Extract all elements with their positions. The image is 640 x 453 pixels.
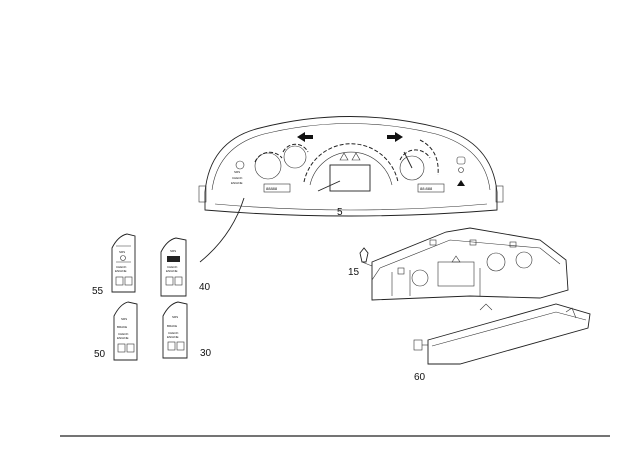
callout-bulb: 15 bbox=[348, 267, 360, 278]
odometer-left bbox=[263, 183, 291, 193]
callout-lens: 60 bbox=[414, 372, 426, 383]
warning-panel-30[interactable]: SRS BRAKE CHECK ENGINE bbox=[162, 301, 188, 359]
panel30-lamp-b bbox=[176, 341, 185, 351]
callout-panel-30: 30 bbox=[200, 348, 212, 359]
panel55-lamp-b bbox=[124, 276, 133, 286]
callout-cluster: 5 bbox=[337, 207, 343, 218]
cluster-engine-label: ENGINE bbox=[231, 181, 243, 185]
warning-panel-55[interactable]: SRS CHECK ENGINE bbox=[111, 233, 136, 293]
panel50-brake: BRAKE bbox=[117, 325, 127, 329]
odometer-left-value: 88888 bbox=[266, 186, 278, 191]
right-turn-arrow-icon bbox=[387, 132, 403, 142]
lamp-warning-icon bbox=[458, 167, 464, 173]
panel40-brake-icon bbox=[167, 256, 180, 262]
hazard-warning-icon bbox=[457, 180, 465, 186]
center-display bbox=[329, 164, 371, 192]
odometer-right-value: 88:888 bbox=[420, 186, 433, 191]
bulb-part[interactable] bbox=[359, 247, 373, 267]
left-gauge-b bbox=[283, 145, 307, 169]
cluster-back-housing[interactable] bbox=[371, 227, 569, 301]
left-turn-arrow-icon bbox=[297, 132, 313, 142]
panel55-engine: ENGINE bbox=[115, 269, 127, 273]
panel55-srs: SRS bbox=[119, 250, 125, 254]
cluster-check-label: CHECK bbox=[232, 176, 243, 180]
callout-panel-40: 40 bbox=[199, 282, 211, 293]
panel55-lamp-a bbox=[115, 276, 124, 286]
panel30-lamp-a bbox=[167, 341, 176, 351]
panel40-lamp-a bbox=[165, 276, 174, 286]
panel55-check: CHECK bbox=[116, 265, 127, 269]
panel50-lamp-b bbox=[126, 343, 135, 353]
odometer-right bbox=[417, 183, 445, 193]
leader-line bbox=[199, 197, 245, 263]
warning-panel-40[interactable]: SRS CHECK ENGINE bbox=[160, 237, 187, 297]
right-gauge bbox=[399, 155, 425, 181]
left-gauge-a bbox=[254, 152, 282, 180]
fuel-warning-icon bbox=[456, 156, 466, 165]
panel50-lamp-a bbox=[117, 343, 126, 353]
panel50-check: CHECK bbox=[118, 332, 129, 336]
panel50-srs: SRS bbox=[121, 317, 127, 321]
panel40-lamp-b bbox=[174, 276, 183, 286]
panel40-engine: ENGINE bbox=[166, 269, 178, 273]
panel30-srs: SRS bbox=[172, 315, 178, 319]
speedometer-dial bbox=[309, 151, 393, 186]
instrument-cluster[interactable]: SRS CHECK ENGINE 88888 88:888 bbox=[198, 116, 504, 217]
panel50-engine: ENGINE bbox=[117, 336, 129, 340]
parking-brake-icon bbox=[235, 160, 245, 170]
warning-panel-50[interactable]: SRS BRAKE CHECK ENGINE bbox=[113, 301, 138, 361]
panel55-brake-icon bbox=[120, 255, 126, 261]
housing-display-window bbox=[437, 261, 475, 287]
lens-clip bbox=[413, 339, 423, 351]
callout-panel-50: 50 bbox=[94, 349, 106, 360]
panel30-check: CHECK bbox=[168, 331, 179, 335]
cluster-lens-cover[interactable] bbox=[413, 303, 591, 365]
panel40-check: CHECK bbox=[167, 265, 178, 269]
panel30-brake: BRAKE bbox=[167, 324, 177, 328]
cluster-srs-label: SRS bbox=[234, 170, 240, 174]
panel40-srs: SRS bbox=[170, 249, 176, 253]
panel30-engine: ENGINE bbox=[167, 335, 179, 339]
speed-needle bbox=[317, 180, 341, 192]
callout-panel-55: 55 bbox=[92, 286, 104, 297]
